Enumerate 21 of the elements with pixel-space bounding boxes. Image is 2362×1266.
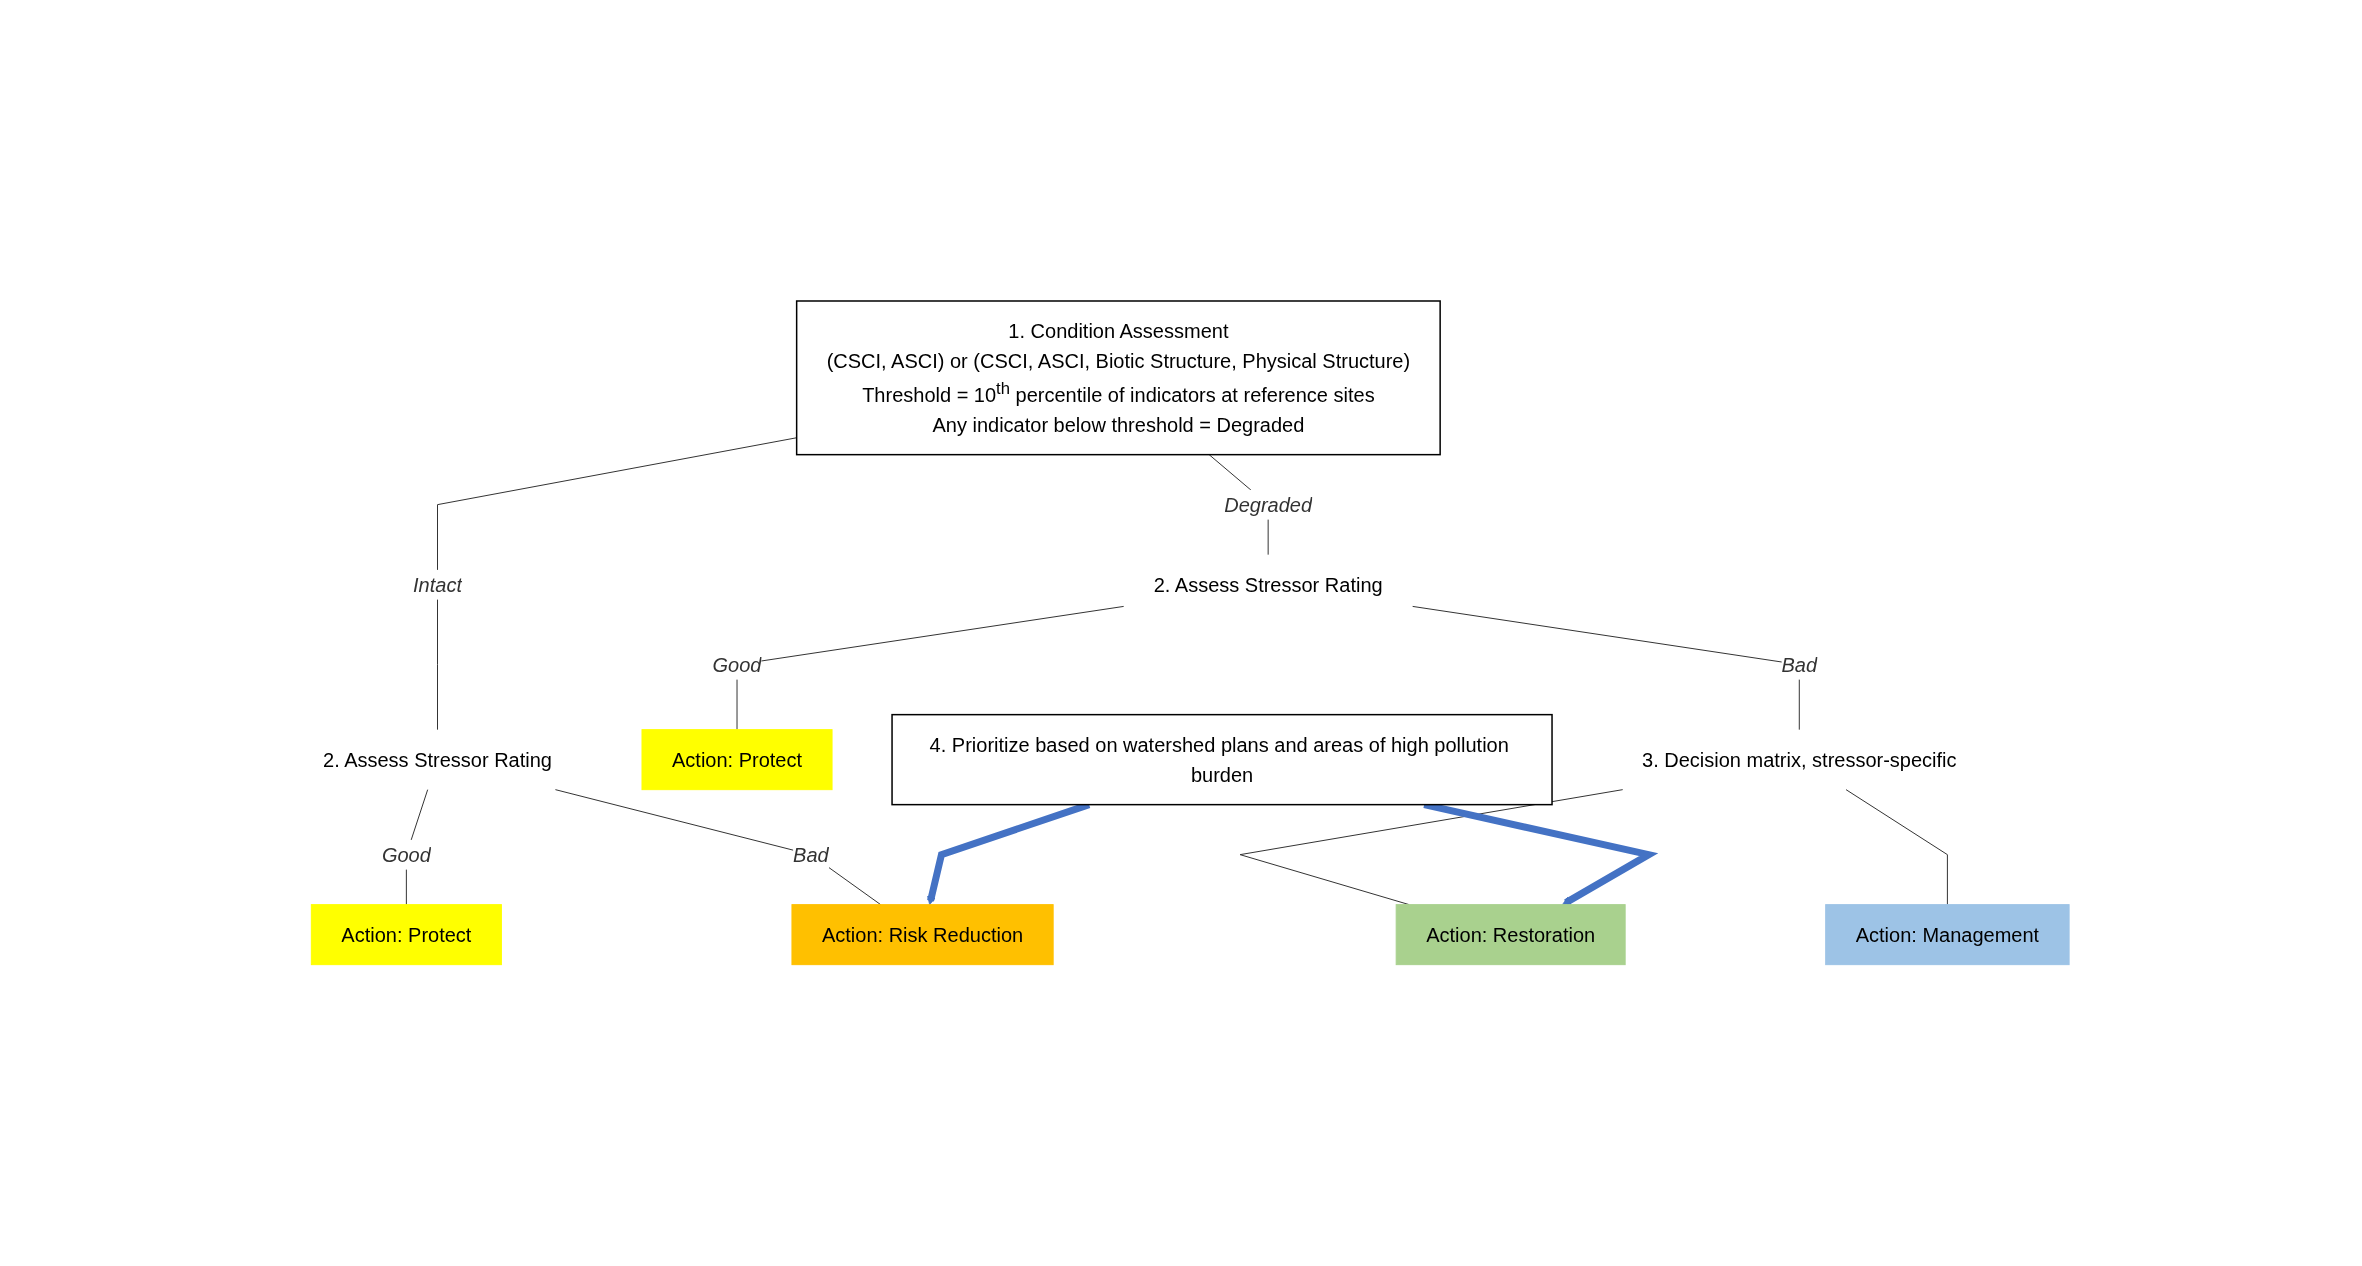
edge-label: Degraded	[1224, 493, 1313, 516]
connector	[1412, 606, 1800, 731]
edge-label: Intact	[412, 573, 462, 596]
node-box: Action: Protect	[310, 904, 502, 966]
connector	[554, 789, 882, 906]
edge-label: Bad	[793, 843, 829, 866]
node-box: Action: Protect	[641, 729, 833, 791]
connector	[1845, 789, 1948, 906]
node-text: 2. Assess Stressor Rating	[1153, 573, 1383, 596]
connector	[1239, 789, 1624, 906]
edge-label: Bad	[1781, 653, 1818, 676]
edge-label: Good	[381, 843, 431, 866]
node-box: 1. Condition Assessment (CSCI, ASCI) or (CSCI, ASCI, Biotic Structure, Physical Structure) Threshold = 10$^{th}$ percentile of indicators at reference sites Any indicator below threshold = Degraded	[795, 300, 1441, 456]
node-box: 4. Prioritize based on watershed plans and areas of high pollution burden	[891, 714, 1553, 806]
node-box: Action: Risk Reduction	[791, 904, 1054, 966]
node-box: Action: Management	[1825, 904, 2070, 966]
node-text: 3. Decision matrix, stressor-specific	[1641, 748, 1957, 771]
connector	[736, 606, 1125, 731]
edge-label: Good	[712, 653, 762, 676]
node-box: Action: Restoration	[1395, 904, 1626, 966]
node-text: 2. Assess Stressor Rating	[322, 748, 552, 771]
